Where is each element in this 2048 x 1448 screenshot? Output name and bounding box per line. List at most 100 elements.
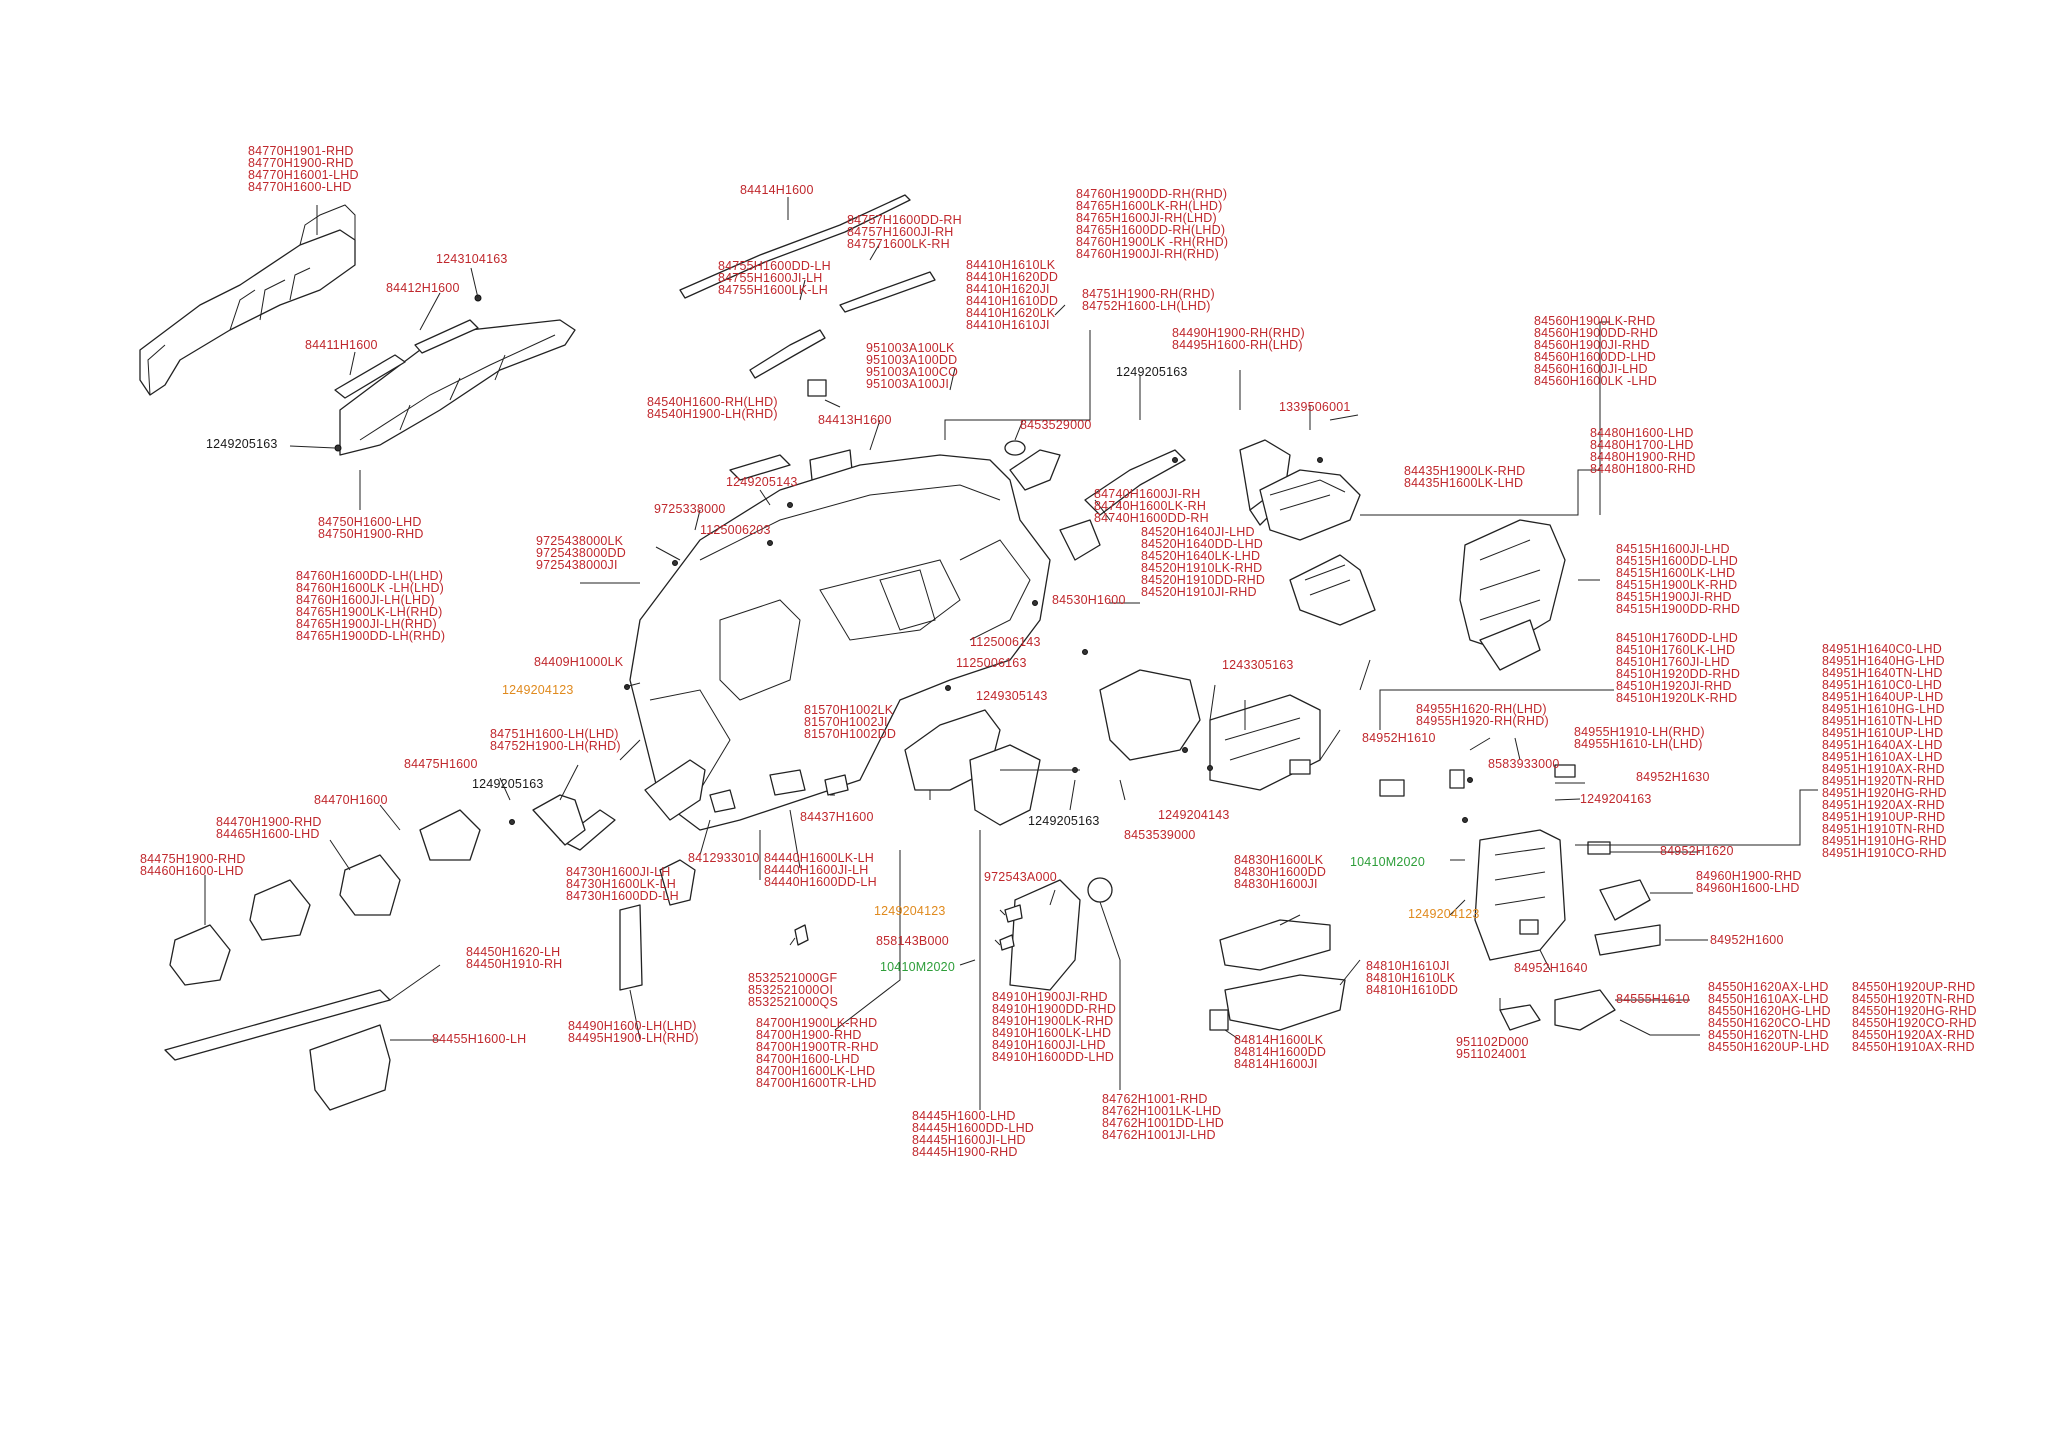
lower-vent-1600-lh: [169, 924, 231, 986]
part-label[interactable]: 84490H1900-RH(RHD) 84495H1600-RH(LHD): [1172, 326, 1305, 352]
clip-84129: [709, 789, 736, 813]
part-label[interactable]: 84437H1600: [800, 810, 874, 824]
part-label[interactable]: 84475H1900-RHD 84460H1600-LHD: [140, 852, 246, 878]
part-label[interactable]: 10410M2020: [880, 960, 955, 974]
part-label[interactable]: 84770H1901-RHD 84770H1900-RHD 84770H1600…: [248, 144, 359, 194]
part-label[interactable]: 84515H1600JI-LHD 84515H1600DD-LHD 84515H…: [1616, 542, 1741, 616]
part-label[interactable]: 84751H1900-RH(RHD) 84752H1600-LH(LHD): [1082, 287, 1215, 313]
part-label[interactable]: 84952H1630: [1636, 770, 1710, 784]
part-label[interactable]: 1249204123: [502, 683, 574, 697]
part-label[interactable]: 1125006163: [956, 656, 1027, 670]
part-label[interactable]: 9725338000: [654, 502, 726, 516]
part-label[interactable]: 84560H1900LK-RHD 84560H1900DD-RHD 84560H…: [1534, 314, 1659, 388]
part-label[interactable]: 84510H1760DD-LHD 84510H1760LK-LHD 84510H…: [1616, 631, 1741, 705]
screw-icon: [1207, 765, 1213, 771]
screw-icon: [1172, 457, 1178, 463]
part-label[interactable]: 84414H1600: [740, 183, 814, 197]
part-label[interactable]: 84830H1600LK 84830H1600DD 84830H1600JI: [1234, 853, 1327, 891]
part-label[interactable]: 84450H1620-LH 84450H1910-RH: [466, 945, 563, 971]
part-label[interactable]: 1249204163: [1580, 792, 1652, 806]
part-label[interactable]: 84520H1640JI-LHD 84520H1640DD-LHD 84520H…: [1141, 525, 1266, 599]
part-label[interactable]: 1249204123: [1408, 907, 1480, 921]
part-label[interactable]: 84750H1600-LHD 84750H1900-RHD: [318, 515, 424, 541]
part-label[interactable]: 1249205143: [726, 475, 798, 489]
part-label[interactable]: 84751H1600-LH(LHD) 84752H1900-LH(RHD): [490, 727, 621, 753]
part-label[interactable]: 84810H1610JI 84810H1610LK 84810H1610DD: [1366, 959, 1459, 997]
part-label[interactable]: 84413H1600: [818, 413, 892, 427]
part-label[interactable]: 972543A000: [984, 870, 1057, 884]
lower-panel-84910: [1009, 879, 1081, 991]
part-label[interactable]: 8583933000: [1488, 757, 1560, 771]
part-label[interactable]: 8453539000: [1124, 828, 1196, 842]
trim-strip-lh: [749, 329, 826, 379]
part-label[interactable]: 84412H1600: [386, 281, 460, 295]
part-label[interactable]: 951003A100LK 951003A100DD 951003A100CO 9…: [866, 341, 959, 391]
part-label[interactable]: 10410M2020: [1350, 855, 1425, 869]
part-label[interactable]: 84530H1600: [1052, 593, 1126, 607]
part-label[interactable]: 858143B000: [876, 934, 949, 948]
part-label[interactable]: 84480H1600-LHD 84480H1700-LHD 84480H1900…: [1590, 426, 1696, 476]
part-label[interactable]: 84757H1600DD-RH 84757H1600JI-RH 84757160…: [847, 213, 962, 251]
part-label[interactable]: 84440H1600LK-LH 84440H1600JI-LH 84440H16…: [764, 851, 877, 889]
part-label[interactable]: 1339506001: [1279, 400, 1351, 414]
part-label[interactable]: 84409H1000LK: [534, 655, 624, 669]
part-label[interactable]: 84955H1910-LH(RHD) 84955H1610-LH(LHD): [1574, 725, 1705, 751]
part-label[interactable]: 1125006203: [700, 523, 771, 537]
part-label[interactable]: 84435H1900LK-RHD 84435H1600LK-LHD: [1404, 464, 1526, 490]
part-label[interactable]: 84960H1900-RHD 84960H1600-LHD: [1696, 869, 1802, 895]
part-label[interactable]: 84411H1600: [305, 338, 378, 352]
part-label[interactable]: 84540H1600-RH(LHD) 84540H1900-LH(RHD): [647, 395, 778, 421]
part-label[interactable]: 84952H1620: [1660, 844, 1734, 858]
part-label[interactable]: 81570H1002LK 81570H1002JI 81570H1002DD: [804, 703, 897, 741]
part-label[interactable]: 8453529000: [1020, 418, 1092, 432]
part-label[interactable]: 1249205163: [1028, 814, 1100, 828]
part-label[interactable]: 84951H1640C0-LHD 84951H1640HG-LHD 84951H…: [1822, 642, 1947, 860]
part-label[interactable]: 84550H1920UP-RHD 84550H1920TN-RHD 84550H…: [1852, 980, 1977, 1054]
part-label[interactable]: 84470H1900-RHD 84465H1600-LHD: [216, 815, 322, 841]
part-label[interactable]: 84555H1610: [1616, 992, 1690, 1006]
part-label[interactable]: 84955H1620-RH(LHD) 84955H1920-RH(RHD): [1416, 702, 1549, 728]
part-label[interactable]: 84730H1600JI-LH 84730H1600LK-LH 84730H16…: [566, 865, 679, 903]
part-label[interactable]: 84475H1600: [404, 757, 478, 771]
screw-8532521: [794, 924, 809, 946]
part-label[interactable]: 84410H1610LK 84410H1620DD 84410H1620JI 8…: [966, 258, 1059, 332]
part-label[interactable]: 84740H1600JI-RH 84740H1600LK-RH 84740H16…: [1094, 487, 1209, 525]
part-label[interactable]: 951102D000 9511024001: [1456, 1035, 1529, 1061]
part-label[interactable]: 1249205163: [472, 777, 544, 791]
part-label[interactable]: 84490H1600-LH(LHD) 84495H1900-LH(RHD): [568, 1019, 699, 1045]
part-label[interactable]: 1243104163: [436, 252, 508, 266]
part-label[interactable]: 1243305163: [1222, 658, 1294, 672]
part-label[interactable]: 84755H1600DD-LH 84755H1600JI-LH 84755H16…: [718, 259, 831, 297]
side-defroster-duct-rh: [1084, 449, 1186, 516]
part-label[interactable]: 84445H1600-LHD 84445H1600DD-LHD 84445H16…: [912, 1109, 1035, 1159]
switch-cover: [807, 379, 827, 397]
part-label[interactable]: 84814H1600LK 84814H1600DD 84814H1600JI: [1234, 1033, 1327, 1071]
part-label[interactable]: 84470H1600: [314, 793, 388, 807]
part-label[interactable]: 84760H1600DD-LH(LHD) 84760H1600LK -LH(LH…: [296, 569, 446, 643]
part-label[interactable]: 8532521000GF 8532521000OI 8532521000QS: [748, 971, 838, 1009]
column-shroud-lower: [1224, 974, 1346, 1031]
part-label[interactable]: 84455H1600-LH: [432, 1032, 527, 1046]
part-label[interactable]: 84700H1900LK-RHD 84700H1900-RHD 84700H19…: [756, 1016, 879, 1090]
switch-8583933000: [1449, 769, 1465, 789]
part-label[interactable]: 1249205163: [206, 437, 278, 451]
part-label[interactable]: 9725438000LK 9725438000DD 9725438000JI: [536, 534, 626, 572]
part-label[interactable]: 84952H1640: [1514, 961, 1588, 975]
clip-grommet: [1004, 440, 1026, 456]
part-label[interactable]: 84952H1610: [1362, 731, 1436, 745]
part-label[interactable]: 1249205163: [1116, 365, 1188, 379]
part-label[interactable]: 8412933010: [688, 851, 760, 865]
part-label[interactable]: 84910H1900JI-RHD 84910H1900DD-RHD 84910H…: [992, 990, 1117, 1064]
part-label[interactable]: 1249204143: [1158, 808, 1230, 822]
part-label[interactable]: 84952H1600: [1710, 933, 1784, 947]
part-label[interactable]: 84550H1620AX-LHD 84550H1610AX-LHD 84550H…: [1708, 980, 1831, 1054]
part-label[interactable]: 84760H1900DD-RH(RHD) 84765H1600LK-RH(LHD…: [1076, 187, 1229, 261]
screw-icon: [672, 560, 678, 566]
part-label[interactable]: 1249204123: [874, 904, 946, 918]
glove-box-latch: [1289, 759, 1311, 775]
side-vent-duct: [139, 204, 356, 396]
part-label[interactable]: 84762H1001-RHD 84762H1001LK-LHD 84762H10…: [1102, 1092, 1225, 1142]
part-label[interactable]: 1125006143: [970, 635, 1041, 649]
part-label[interactable]: 1249305143: [976, 689, 1048, 703]
